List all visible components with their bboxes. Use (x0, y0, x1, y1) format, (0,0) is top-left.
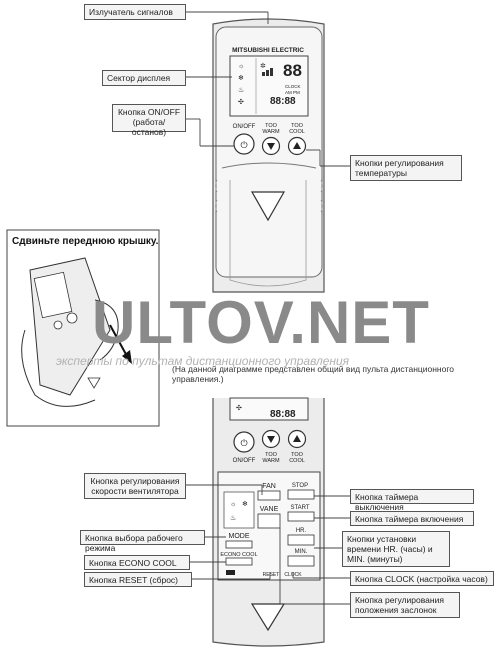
mode-label: MODE (229, 533, 250, 540)
too-warm-bottom-1: TOO (265, 452, 278, 458)
start-label: START (290, 505, 309, 511)
callout-clock: Кнопка CLOCK (настройка часов) (350, 571, 494, 586)
too-warm-bottom-2: WARM (262, 458, 280, 464)
callout-fan-speed: Кнопка регулирования скорости вентилятор… (84, 473, 186, 499)
econo-cool-label: ECONO COOL (220, 552, 257, 558)
onoff-button-bottom[interactable] (233, 431, 255, 453)
fan-label: FAN (262, 483, 276, 490)
callout-reset: Кнопка RESET (сброс) (84, 572, 192, 587)
fan-speed-icon: ✲ (260, 62, 266, 70)
mode-button[interactable] (225, 540, 253, 549)
mode-icon: ☼ (238, 63, 244, 70)
callout-mode: Кнопка выбора рабочего режима (80, 530, 205, 553)
callout-timer-on: Кнопка таймера включения (350, 511, 474, 526)
display-time-bottom: 88:88 (270, 409, 296, 420)
callout-onoff: Кнопка ON/OFF (работа/останов) (112, 104, 186, 137)
callout-display: Сектор дисплея (102, 70, 186, 86)
lcd-display (229, 55, 309, 117)
vane-button[interactable] (257, 513, 281, 529)
power-icon: ⏻ (240, 140, 247, 150)
callout-temperature: Кнопки регулирования температуры (350, 155, 462, 181)
too-warm-label-2: WARM (262, 129, 280, 135)
cover-arrow-icon-bottom (250, 603, 286, 632)
too-cool-bottom-2: COOL (289, 458, 305, 464)
stop-label: STOP (292, 483, 308, 489)
callout-econo: Кнопка ECONO COOL (84, 555, 190, 570)
timer-off-button[interactable] (287, 489, 315, 500)
too-cool-label-2: COOL (289, 129, 305, 135)
econo-cool-button[interactable] (225, 557, 253, 566)
brand-logo: MITSUBISHI ELECTRIC (232, 47, 304, 54)
panel-title: Сдвиньте переднюю крышку. (12, 236, 159, 247)
display-temperature: 88 (283, 61, 302, 80)
arrow-down-icon (122, 350, 132, 364)
onoff-label-bottom: ON/OFF (233, 458, 256, 464)
timer-on-button[interactable] (287, 511, 315, 522)
too-warm-label-1: TOO (265, 123, 278, 129)
hr-button[interactable] (287, 534, 315, 546)
display-time: 88:88 (270, 96, 296, 107)
triangle-up-icon (293, 142, 301, 149)
mode-dry-icon: ♨ (230, 514, 236, 522)
triangle-down-icon-bottom (267, 436, 275, 443)
callout-vane: Кнопка регулирования положения заслонок (350, 592, 460, 618)
too-cool-bottom-1: TOO (291, 452, 304, 458)
hr-label: HR. (296, 528, 307, 534)
too-cool-label-1: TOO (291, 123, 304, 129)
display-ampm-label: AM PM (285, 90, 300, 95)
mode-cool-icon: ❄ (242, 500, 248, 508)
mode-display (223, 491, 255, 529)
cover-arrow-icon (250, 191, 286, 222)
fan-icon-small: ✣ (236, 404, 242, 412)
triangle-up-icon-bottom (293, 435, 301, 442)
triangle-down-icon (267, 143, 275, 150)
power-icon-bottom: ⏻ (240, 438, 247, 448)
vane-label: VANE (260, 506, 279, 513)
callout-emitter: Излучатель сигналов (84, 4, 186, 20)
dry-icon: ♨ (238, 86, 244, 94)
fan-button[interactable] (257, 490, 281, 501)
reset-label: RESET (263, 572, 280, 578)
watermark-logo: ULTOV.NET (92, 289, 430, 356)
mode-heat-icon: ☼ (230, 501, 236, 508)
cool-icon: ❄ (238, 74, 244, 82)
min-label: MIN. (295, 549, 308, 555)
leader-lines (186, 11, 350, 605)
onoff-label: ON/OFF (233, 124, 256, 130)
diagram-note: (На данной диаграмме представлен общий в… (172, 364, 454, 384)
hand-illustration (21, 257, 132, 407)
callout-time-set: Кнопки установки времени HR. (часы) и MI… (342, 531, 450, 567)
battery-icon (226, 570, 235, 575)
min-button[interactable] (287, 555, 315, 567)
fan-icon: ✣ (238, 98, 244, 106)
watermark-tagline: эксперты по пультам дистанционного управ… (56, 354, 350, 368)
display-clock-label: CLOCK (285, 84, 301, 89)
onoff-button[interactable] (233, 133, 255, 155)
remote-top: MITSUBISHI ELECTRIC ☼ ❄ ♨ ✣ ✲ 88 CLOCK A… (212, 18, 325, 293)
callout-timer-off: Кнопка таймера выключения (350, 489, 474, 512)
remote-bottom: ✣ 88:88 ⏻ ON/OFF TOO WARM TOO COOL ☼ ❄ ♨… (212, 397, 325, 647)
